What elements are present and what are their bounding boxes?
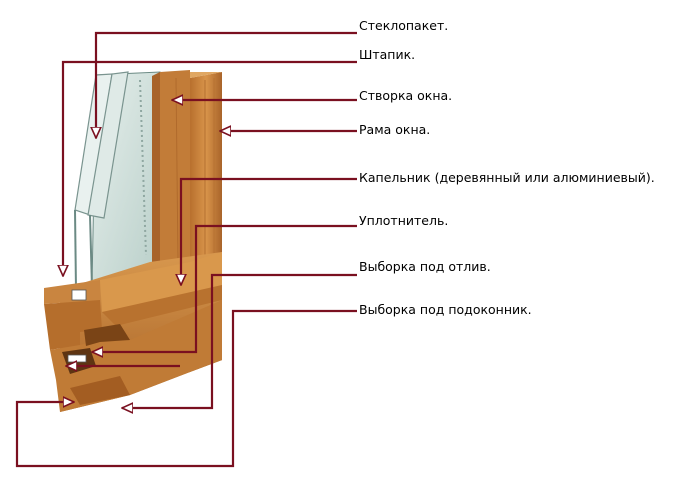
leader-seal bbox=[92, 224, 357, 352]
sash-bottom bbox=[44, 300, 102, 350]
sill-groove-art bbox=[70, 376, 130, 405]
glass-unit-art bbox=[74, 71, 161, 291]
hardware-bracket bbox=[71, 289, 87, 301]
label-ebb-groove: Выборка под отлив. bbox=[359, 259, 491, 274]
window-sash bbox=[152, 70, 190, 272]
label-glazing-bead: Штапик. bbox=[359, 47, 416, 62]
glass-edge-line bbox=[89, 214, 93, 289]
leader-drip bbox=[181, 177, 357, 285]
sash-edge bbox=[152, 72, 160, 272]
label-glass-unit: Стеклопакет. bbox=[359, 18, 449, 33]
glass-edge-line bbox=[74, 209, 77, 291]
leader-sill-groove-inner bbox=[122, 273, 357, 408]
label-sill-groove: Выборка под подоконник. bbox=[359, 302, 532, 317]
spacer-line bbox=[139, 79, 147, 256]
drip-shadow bbox=[102, 285, 222, 326]
label-seal: Уплотнитель. bbox=[359, 213, 449, 228]
leader-glazing-bead bbox=[63, 60, 357, 276]
leader-lines bbox=[15, 31, 357, 468]
hardware-bracket bbox=[67, 354, 87, 363]
label-drip: Капельник (деревянный или алюминиевый). bbox=[359, 170, 655, 185]
glass-edge-back bbox=[87, 71, 129, 219]
leader-glass-unit bbox=[96, 31, 357, 138]
label-frame: Рама окна. bbox=[359, 122, 431, 137]
leader-sill-groove bbox=[15, 309, 357, 468]
drip-cap-art bbox=[100, 252, 222, 312]
bottom-profile bbox=[44, 252, 222, 412]
sash-post bbox=[160, 70, 190, 272]
grain-line bbox=[175, 77, 179, 263]
label-sash: Створка окна. bbox=[359, 88, 453, 103]
seal-groove bbox=[84, 324, 130, 346]
